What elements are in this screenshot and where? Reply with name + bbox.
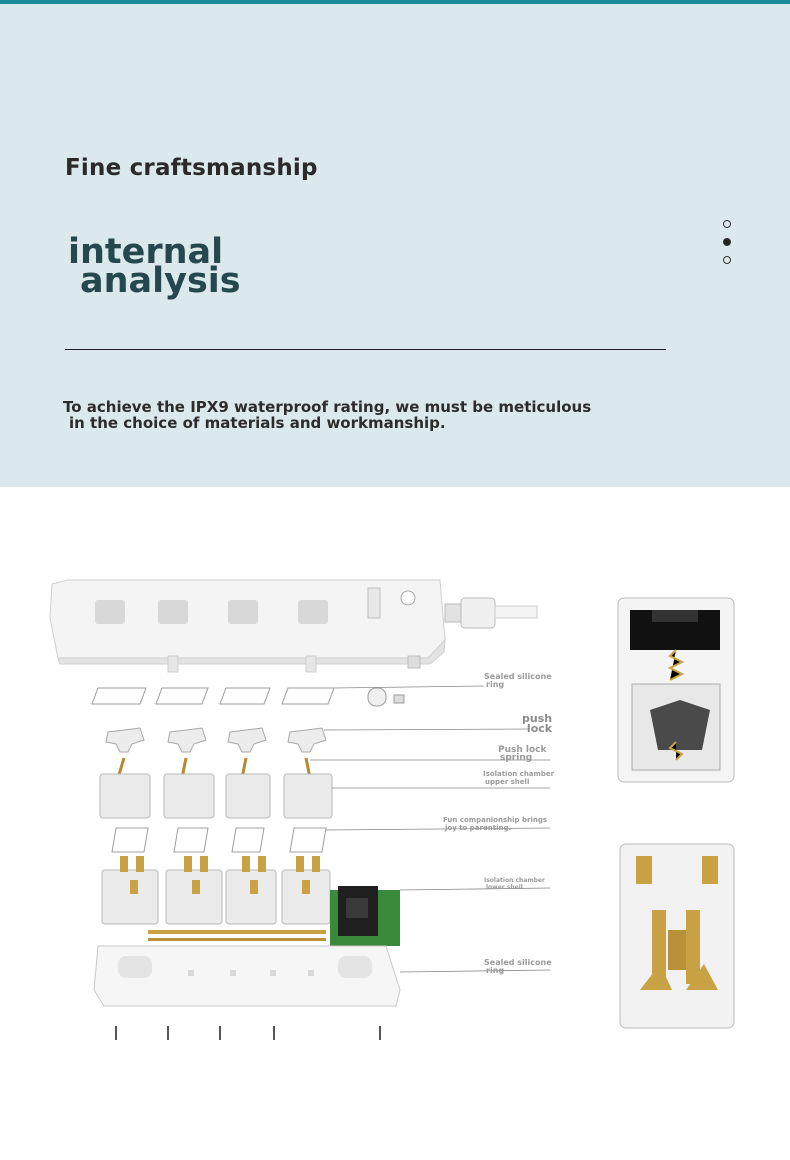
callout-sealed-silicone-ring-bottom: Sealed silicone ring: [484, 958, 552, 975]
divider-line: [65, 349, 666, 350]
carousel-dot[interactable]: [723, 256, 731, 264]
lower-chamber-row: [101, 856, 400, 946]
gasket-row: [111, 827, 327, 853]
callout-isolation-chamber-lower: Isolation chamber lower shell: [484, 877, 545, 891]
title-line-1: internal: [68, 232, 224, 272]
sealing-ring-row: [91, 687, 405, 707]
carousel-indicator: [723, 220, 733, 274]
description-line-2: in the choice of materials and workmansh…: [69, 414, 446, 432]
carousel-dot[interactable]: [723, 220, 731, 228]
hero-banner: [0, 4, 790, 487]
exploded-diagram-illustration: [49, 579, 735, 1040]
callout-push-lock: push lock: [522, 712, 553, 735]
exploded-diagram: Sealed silicone ring push lock Push lock…: [40, 560, 760, 1100]
callout-fun-companionship: Fun companionship brings joy to parentin…: [443, 816, 548, 832]
callout-isolation-chamber-upper: Isolation chamber upper shell: [483, 770, 555, 786]
carousel-dot-active[interactable]: [723, 238, 731, 246]
socket-cutaway-lower: [619, 843, 735, 1029]
description: To achieve the IPX9 waterproof rating, w…: [63, 399, 683, 431]
callout-push-lock-spring: Push lock spring: [498, 745, 547, 763]
screw-row: [115, 1026, 381, 1040]
title-line-2: analysis: [80, 261, 241, 301]
isolation-chamber-upper-row: [99, 773, 333, 819]
power-strip-top-housing: [49, 579, 538, 673]
callout-leader-lines: [310, 685, 551, 973]
socket-cutaway-upper: [617, 597, 735, 783]
description-line-1: To achieve the IPX9 waterproof rating, w…: [63, 398, 592, 416]
power-strip-bottom-housing: [93, 945, 401, 1007]
section-heading: Fine craftsmanship: [65, 155, 318, 181]
push-lock-row: [105, 727, 327, 753]
callout-sealed-silicone-ring-top: Sealed silicone ring: [484, 672, 552, 689]
top-accent-bar: [0, 0, 790, 4]
